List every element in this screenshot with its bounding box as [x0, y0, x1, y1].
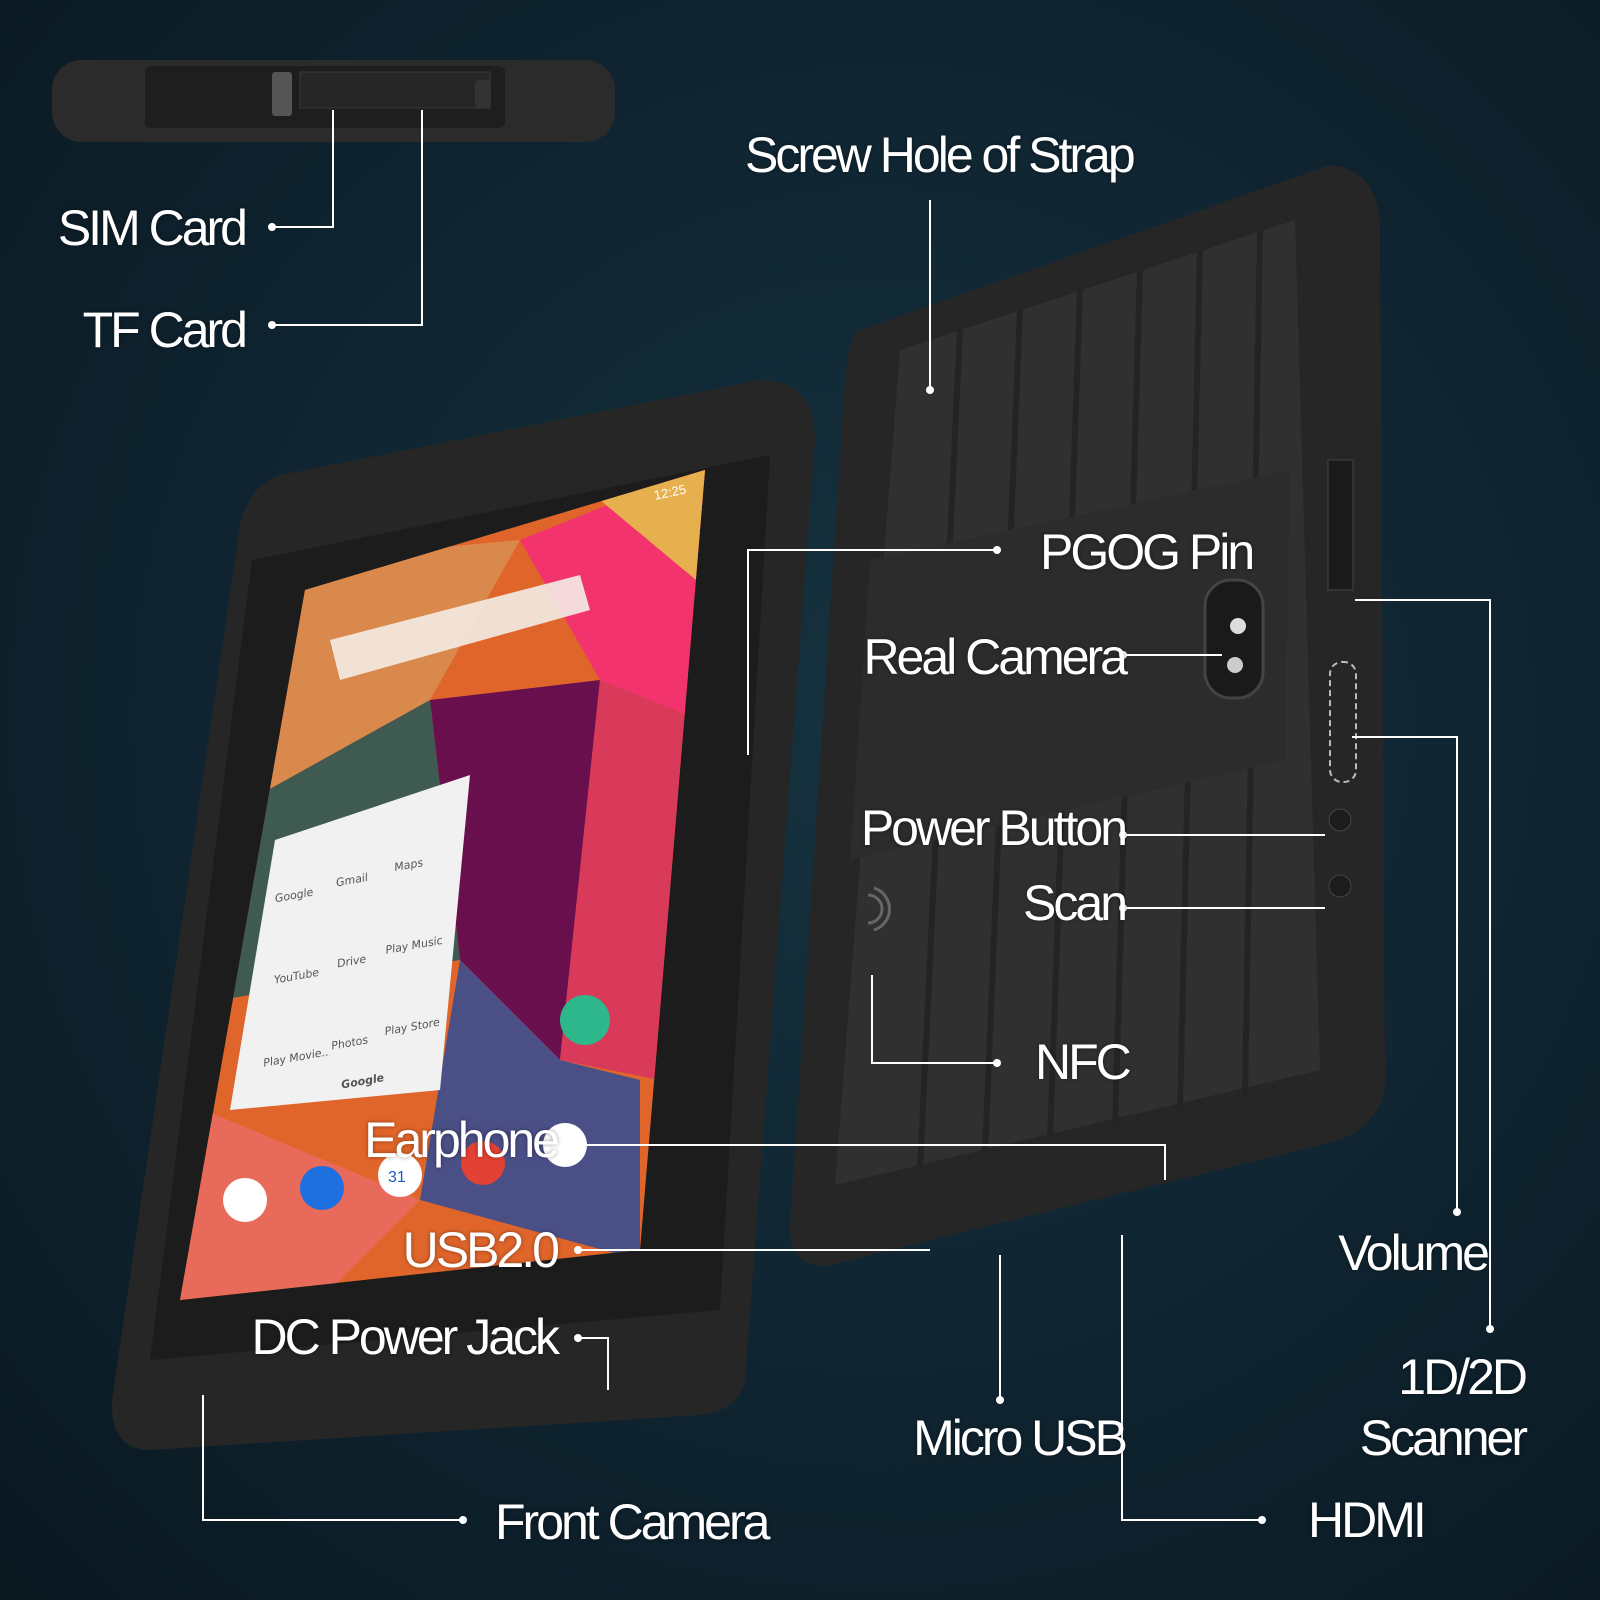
label-screw-hole: Screw Hole of Strap	[745, 127, 1136, 183]
app-gmail[interactable]: Gmail	[335, 871, 369, 889]
app-drive[interactable]: Drive	[336, 952, 367, 970]
label-power-button: Power Button	[860, 800, 1128, 856]
app-photos[interactable]: Photos	[330, 1033, 369, 1052]
calendar-day: 31	[388, 1169, 406, 1186]
tablet-back	[790, 165, 1385, 1266]
label-sim-card: SIM Card	[57, 200, 248, 256]
status-time: 12:25	[653, 481, 688, 502]
label-usb: USB2.0	[402, 1222, 560, 1278]
label-tf-card: TF Card	[82, 302, 248, 358]
tablet-front: 12:25 31 Google Gmail Maps YouTube Drive…	[111, 380, 815, 1450]
callout-dots	[268, 223, 1494, 1524]
label-rear-camera: Real Camera	[863, 629, 1128, 685]
callout-lines	[202, 110, 1491, 1521]
tablet-top-edge	[52, 60, 615, 142]
label-scan: Scan	[1023, 875, 1128, 931]
label-earphone: Earphone	[364, 1112, 560, 1168]
label-nfc: NFC	[1035, 1034, 1132, 1090]
app-maps[interactable]: Maps	[393, 856, 424, 874]
label-volume: Volume	[1338, 1225, 1490, 1281]
label-hdmi: HDMI	[1308, 1492, 1427, 1548]
label-front-camera: Front Camera	[495, 1494, 770, 1550]
label-micro-usb: Micro USB	[913, 1410, 1128, 1466]
label-pogo-pin: PGOG Pin	[1040, 524, 1255, 580]
label-scanner-line1: 1D/2D	[1398, 1349, 1528, 1405]
label-scanner-line2: Scanner	[1359, 1410, 1528, 1466]
label-dc-power-jack: DC Power Jack	[251, 1309, 560, 1365]
